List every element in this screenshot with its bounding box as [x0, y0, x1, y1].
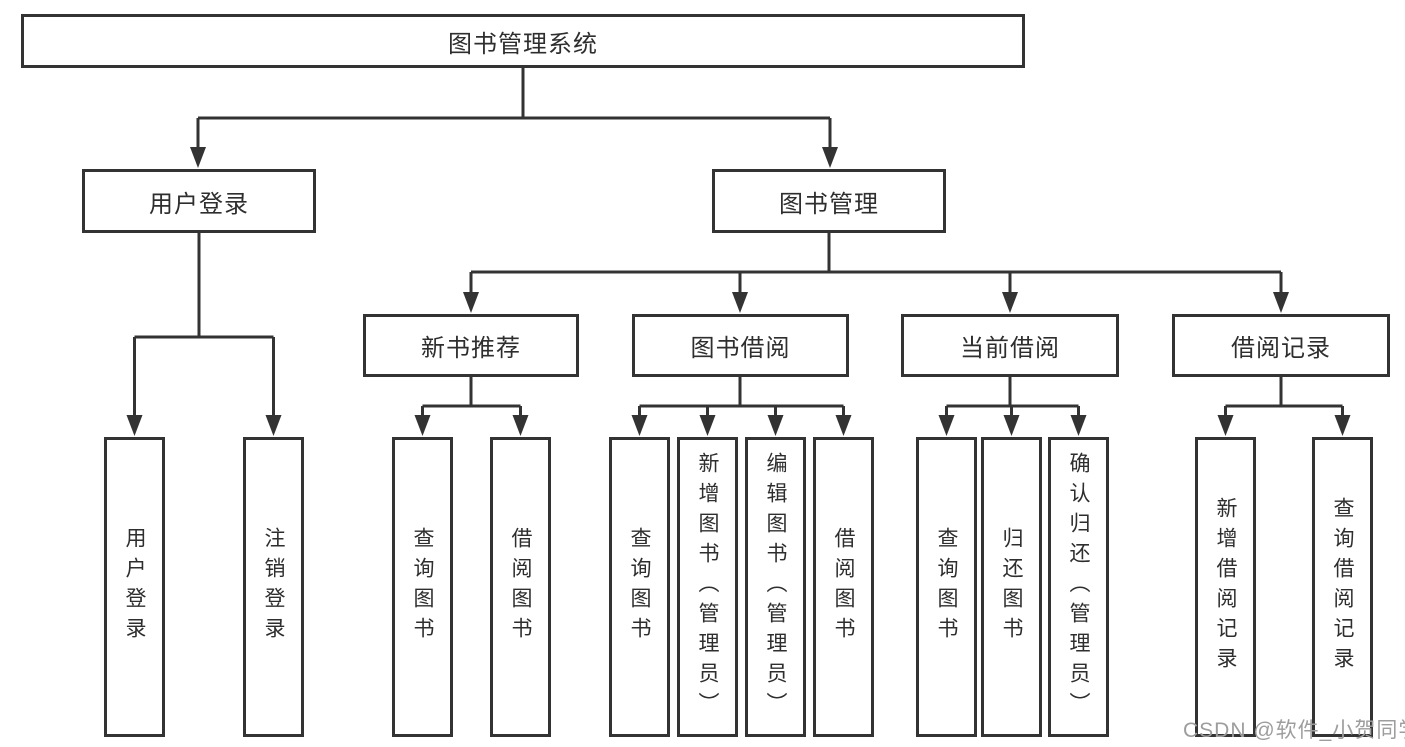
connector-borrow-records-to-leaves [1217, 377, 1351, 436]
node-cb-return-books-label: 归还图书 [1000, 527, 1023, 647]
node-bb-borrow-books: 借阅图书 [813, 437, 874, 737]
node-cb-query-books-label: 查询图书 [935, 527, 958, 647]
node-borrow-records: 借阅记录 [1172, 314, 1390, 377]
node-br-query-record: 查询借阅记录 [1312, 437, 1373, 737]
node-book-borrow: 图书借阅 [632, 314, 849, 377]
connector-new-book-recommend-to-leaves [414, 377, 529, 436]
node-rec-borrow-books-label: 借阅图书 [509, 527, 532, 647]
node-root-library-system: 图书管理系统 [21, 14, 1025, 68]
node-bb-edit-books-admin: 编辑图书（管理员） [745, 437, 806, 737]
connector-book-management-to-level3 [463, 233, 1289, 313]
node-book-borrow-label: 图书借阅 [690, 335, 791, 362]
node-borrow-records-label: 借阅记录 [1231, 335, 1331, 362]
csdn-watermark: CSDN @软件_小贺同学 [1183, 719, 1405, 742]
node-new-book-recommend-label: 新书推荐 [421, 335, 521, 362]
node-root-label: 图书管理系统 [448, 30, 598, 58]
node-rec-query-books-label: 查询图书 [411, 527, 434, 647]
node-leaf-user-login-label: 用户登录 [123, 527, 146, 647]
node-current-borrow-label: 当前借阅 [960, 335, 1060, 362]
connector-user-login-to-leaves [126, 233, 282, 436]
node-cb-confirm-return-admin-label: 确认归还（管理员） [1067, 452, 1090, 722]
node-bb-borrow-books-label: 借阅图书 [832, 527, 855, 647]
node-br-add-record: 新增借阅记录 [1195, 437, 1256, 737]
node-br-add-record-label: 新增借阅记录 [1214, 497, 1237, 677]
node-br-query-record-label: 查询借阅记录 [1331, 497, 1354, 677]
node-cb-query-books: 查询图书 [916, 437, 977, 737]
node-user-login: 用户登录 [82, 169, 316, 233]
node-bb-query-books: 查询图书 [609, 437, 670, 737]
node-book-management: 图书管理 [712, 169, 946, 233]
node-rec-borrow-books: 借阅图书 [490, 437, 551, 737]
node-book-management-label: 图书管理 [779, 190, 879, 218]
node-current-borrow: 当前借阅 [901, 314, 1119, 377]
node-bb-add-books-admin-label: 新增图书（管理员） [696, 452, 719, 722]
node-leaf-logout: 注销登录 [243, 437, 304, 737]
node-bb-add-books-admin: 新增图书（管理员） [677, 437, 738, 737]
node-cb-return-books: 归还图书 [981, 437, 1042, 737]
node-new-book-recommend: 新书推荐 [363, 314, 579, 377]
node-leaf-user-login: 用户登录 [104, 437, 165, 737]
connector-root-to-level2 [190, 68, 838, 168]
node-cb-confirm-return-admin: 确认归还（管理员） [1048, 437, 1109, 737]
node-user-login-label: 用户登录 [149, 190, 249, 218]
node-leaf-logout-label: 注销登录 [262, 527, 285, 647]
connector-current-borrow-to-leaves [938, 377, 1087, 436]
node-bb-query-books-label: 查询图书 [628, 527, 651, 647]
connector-book-borrow-to-leaves [631, 377, 852, 436]
node-bb-edit-books-admin-label: 编辑图书（管理员） [764, 452, 787, 722]
node-rec-query-books: 查询图书 [392, 437, 453, 737]
